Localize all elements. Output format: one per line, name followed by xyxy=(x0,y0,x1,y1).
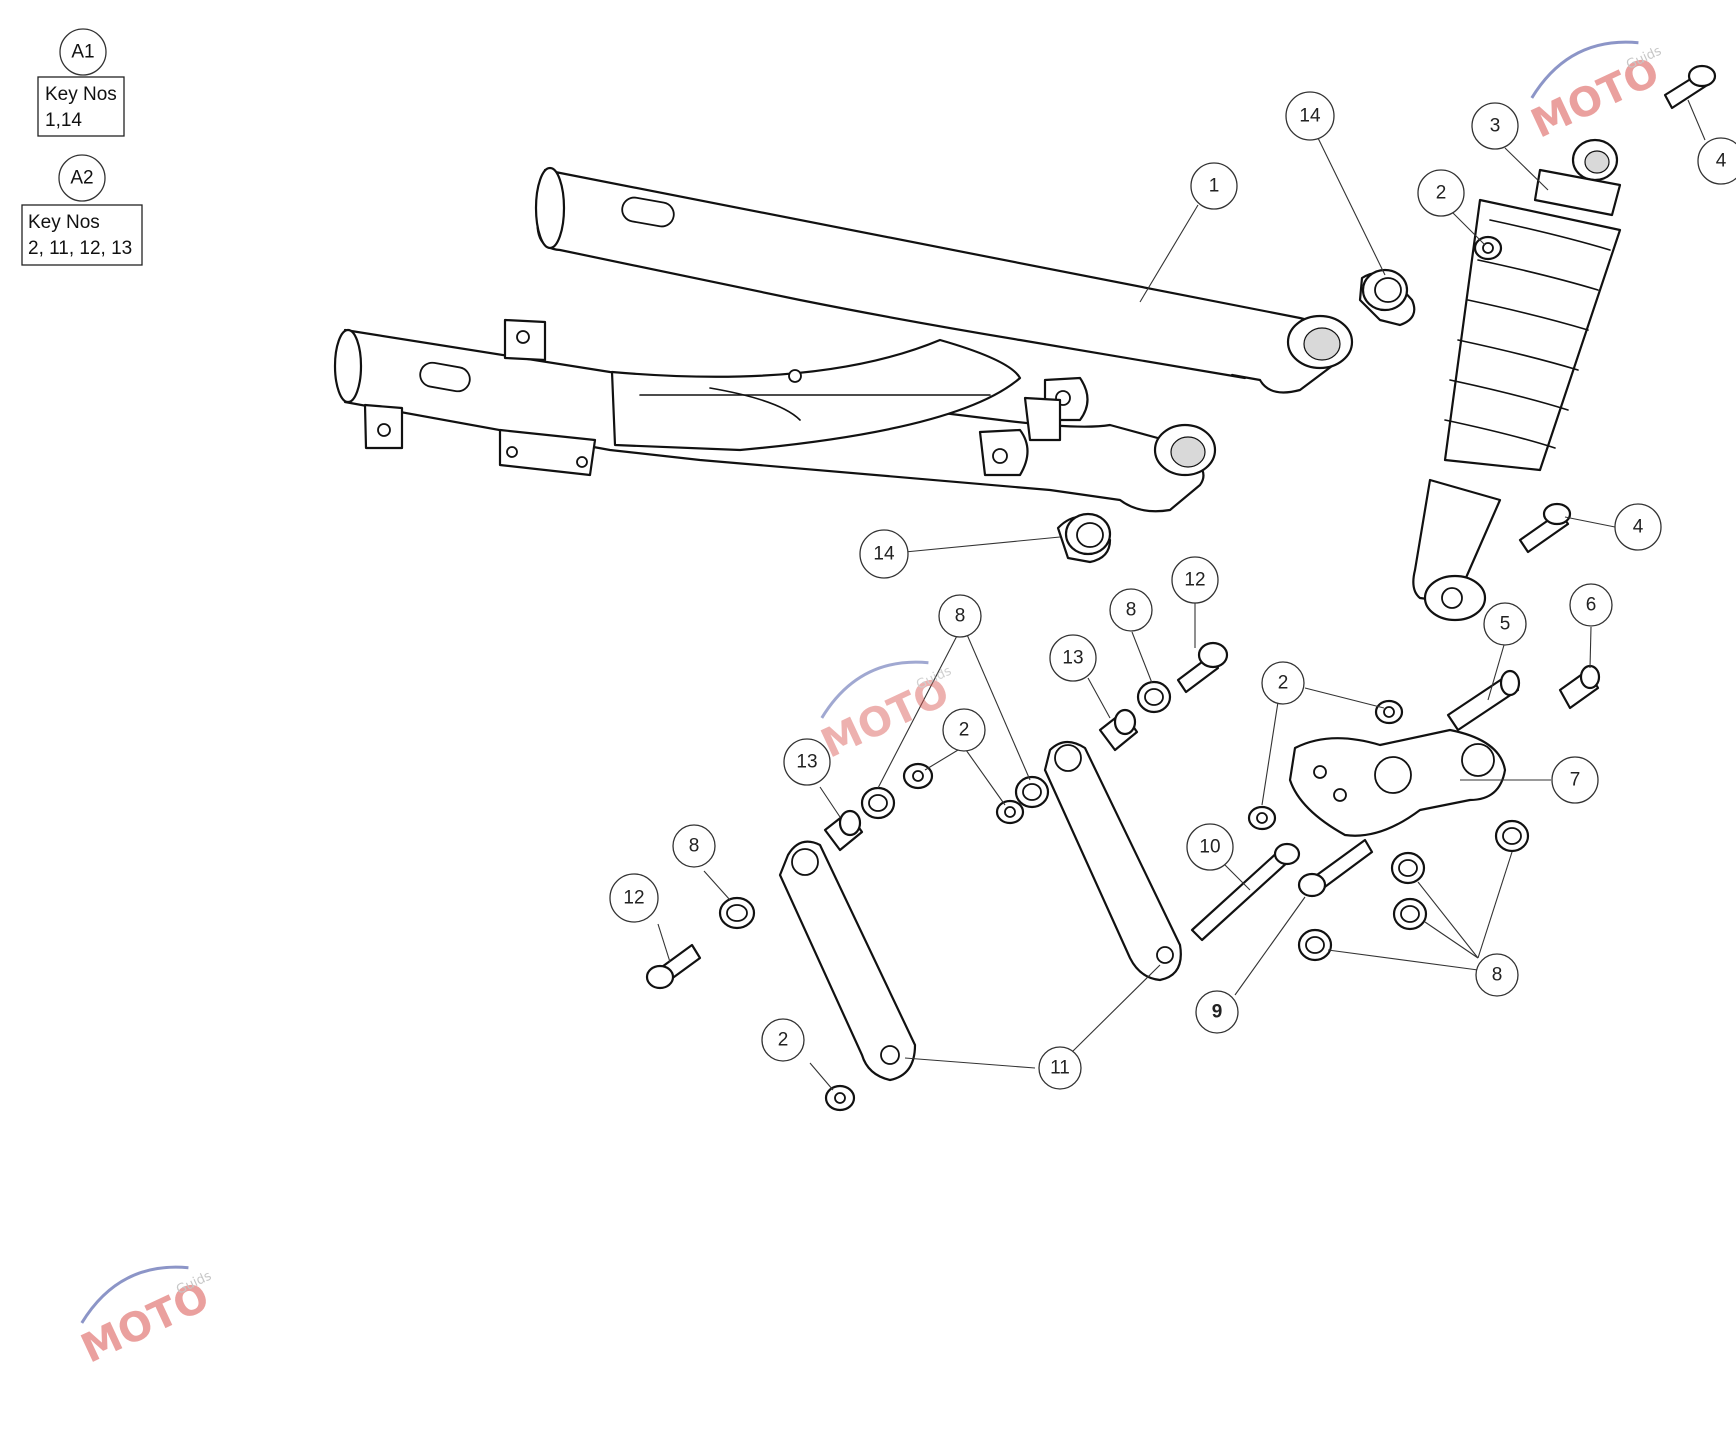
callout-13-mid: 13 xyxy=(1049,634,1097,682)
legend-a2-heading: Key Nos xyxy=(28,212,100,233)
washer-right-2 xyxy=(1390,851,1426,885)
bolt-long xyxy=(1190,842,1301,942)
callout-3: 3 xyxy=(1471,102,1519,150)
spacer-mid xyxy=(1098,708,1139,752)
washer-right-4 xyxy=(1297,928,1333,962)
callout-4-top: 4 xyxy=(1697,137,1736,185)
legend-a2-keys: 2, 11, 12, 13 xyxy=(28,238,132,259)
callout-12-mid: 12 xyxy=(1171,556,1219,604)
pin-5 xyxy=(1446,669,1521,732)
callout-2-rocker: 2 xyxy=(1261,661,1305,705)
bolt-12-left xyxy=(645,943,702,990)
nut-bottom xyxy=(824,1084,856,1112)
legend-a1-heading: Key Nos xyxy=(45,84,117,105)
bolt-12-mid xyxy=(1176,641,1229,694)
legend-a2: A2 Key Nos 2, 11, 12, 13 xyxy=(21,154,143,266)
callout-13-left: 13 xyxy=(783,738,831,786)
swingarm xyxy=(333,166,1354,513)
washer-right-3 xyxy=(1392,897,1428,931)
shock-absorber xyxy=(1412,138,1622,622)
callout-9: 9 xyxy=(1195,990,1239,1034)
washer-link-mid xyxy=(1014,775,1050,809)
rocker-link xyxy=(1288,728,1507,837)
callout-7: 7 xyxy=(1551,756,1599,804)
watermark-bottom-left: MOTO Guids xyxy=(74,1265,216,1372)
svg-text:8: 8 xyxy=(1492,965,1503,986)
callout-11: 11 xyxy=(1038,1046,1082,1090)
svg-text:6: 6 xyxy=(1586,595,1597,616)
callout-14-top: 14 xyxy=(1285,91,1335,141)
svg-text:12: 12 xyxy=(623,888,644,909)
nut-shock-top xyxy=(1473,235,1503,261)
callout-5: 5 xyxy=(1483,602,1527,646)
svg-text:14: 14 xyxy=(1299,106,1321,127)
svg-text:7: 7 xyxy=(1570,770,1581,791)
svg-text:11: 11 xyxy=(1050,1058,1070,1079)
callout-8-mid: 8 xyxy=(1109,588,1153,632)
svg-text:2: 2 xyxy=(1278,673,1289,694)
callout-8-right: 8 xyxy=(1475,953,1519,997)
legend-a1-tag: A1 xyxy=(71,42,94,63)
svg-text:4: 4 xyxy=(1716,151,1727,172)
legend-a1-keys: 1,14 xyxy=(45,110,82,131)
watermark-center: MOTO Guids xyxy=(814,660,956,767)
washer-left xyxy=(718,896,756,930)
nut-link-mid xyxy=(995,799,1025,825)
legend-a2-tag: A2 xyxy=(70,168,93,189)
svg-text:4: 4 xyxy=(1633,517,1644,538)
svg-text:13: 13 xyxy=(1062,648,1083,669)
callout-2-shock: 2 xyxy=(1417,169,1465,217)
svg-text:8: 8 xyxy=(689,836,700,857)
bolt-top xyxy=(1663,64,1717,110)
callout-10: 10 xyxy=(1186,823,1234,871)
nut-rocker-top xyxy=(1374,699,1404,725)
svg-text:10: 10 xyxy=(1199,837,1220,858)
svg-text:8: 8 xyxy=(955,606,966,627)
svg-text:13: 13 xyxy=(796,752,817,773)
watermark-top-right: MOTO Guids xyxy=(1524,40,1666,147)
nut-link-left xyxy=(902,762,934,790)
callout-2-bottom: 2 xyxy=(761,1018,805,1062)
svg-text:8: 8 xyxy=(1126,600,1137,621)
svg-text:12: 12 xyxy=(1184,570,1205,591)
svg-text:2: 2 xyxy=(778,1030,789,1051)
pin-6 xyxy=(1558,664,1601,710)
legend-a1: A1 Key Nos 1,14 xyxy=(37,28,125,137)
svg-text:5: 5 xyxy=(1500,614,1511,635)
callout-14-lower: 14 xyxy=(859,529,909,579)
washer-top-mid xyxy=(1136,680,1172,714)
callout-8-left: 8 xyxy=(672,824,716,868)
callout-2-link: 2 xyxy=(942,708,986,752)
callout-6: 6 xyxy=(1569,583,1613,627)
svg-text:2: 2 xyxy=(1436,183,1447,204)
washer-right-1 xyxy=(1494,819,1530,853)
bush-upper xyxy=(1358,268,1416,327)
tie-rod-left xyxy=(778,840,917,1082)
svg-text:3: 3 xyxy=(1490,116,1501,137)
nut-rocker-left xyxy=(1247,805,1277,831)
spacer-left xyxy=(823,809,864,852)
bush-lower xyxy=(1056,512,1112,564)
bolt-middle xyxy=(1518,502,1572,554)
leader-lines xyxy=(657,99,1706,1091)
svg-text:1: 1 xyxy=(1209,176,1220,197)
callout-4-mid: 4 xyxy=(1614,503,1662,551)
bolt-9 xyxy=(1297,838,1374,898)
tie-rod-right xyxy=(1043,740,1182,982)
callout-1: 1 xyxy=(1190,162,1238,210)
callout-12-left: 12 xyxy=(609,873,659,923)
svg-text:9: 9 xyxy=(1212,1002,1223,1023)
svg-text:14: 14 xyxy=(873,544,895,565)
callout-8-top: 8 xyxy=(938,594,982,638)
svg-text:2: 2 xyxy=(959,720,970,741)
washer-left-top xyxy=(860,786,896,820)
